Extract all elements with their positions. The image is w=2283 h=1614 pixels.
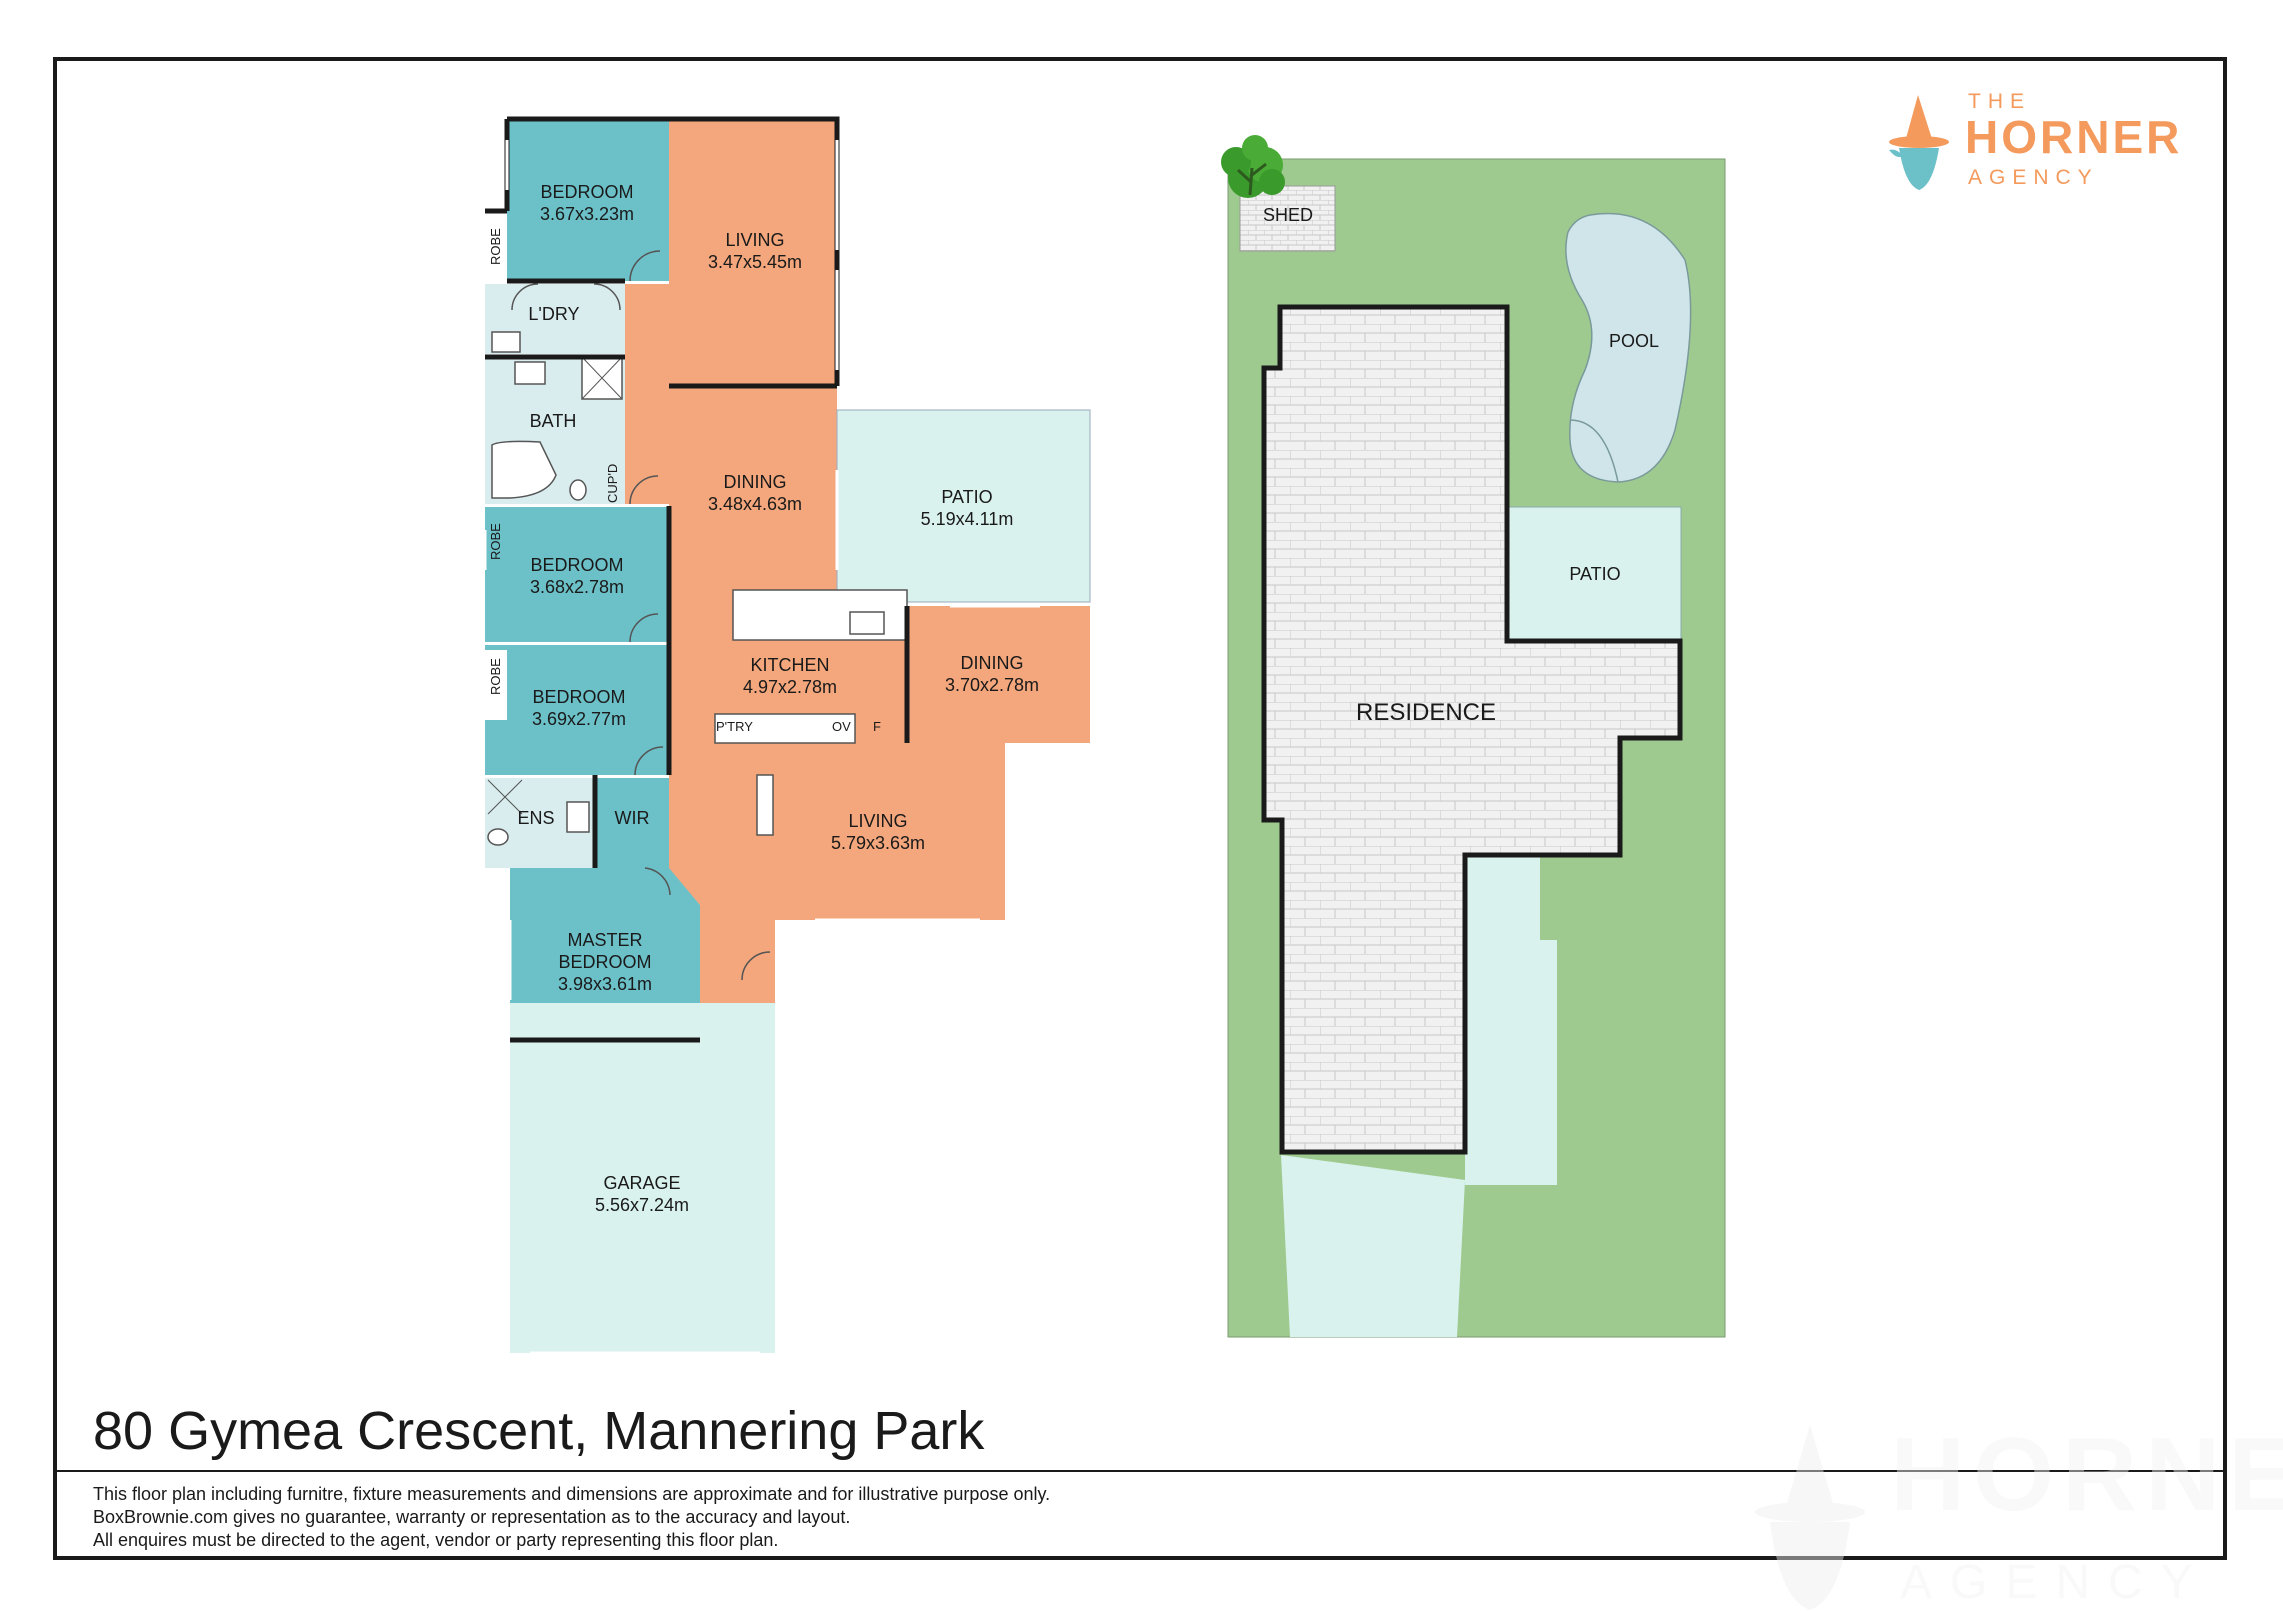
hall-fill (625, 284, 669, 504)
master-name2: BEDROOM (558, 952, 651, 972)
living2-name: LIVING (848, 811, 907, 831)
living2-fill (669, 743, 1005, 1003)
footer-divider (53, 1470, 2227, 1472)
oven-label: OV (832, 719, 851, 734)
pool-label: POOL (1609, 331, 1659, 351)
patio-size: 5.19x4.11m (921, 509, 1014, 529)
bedroom2-fill (485, 507, 669, 642)
robe1-fill (485, 211, 507, 281)
ensuite-shower-cross (487, 779, 523, 815)
ensuite-name: ENS (517, 808, 554, 828)
garage-size: 5.56x7.24m (595, 1195, 689, 1215)
master-fill (510, 868, 700, 1040)
bath-vanity (514, 361, 546, 385)
logo-the: THE (1968, 90, 2031, 113)
residence (1261, 304, 1683, 1155)
pool (1565, 212, 1692, 483)
kitchen-sink (849, 611, 885, 635)
master-name: MASTER (567, 930, 642, 950)
laundry-tub (491, 331, 521, 353)
shed (1239, 185, 1336, 252)
floor-plan: BEDROOM 3.67x3.23m LIVING 3.47x5.45m ROB… (483, 116, 1091, 1355)
wir-name: WIR (615, 808, 650, 828)
ensuite-vanity (566, 801, 590, 833)
logo-agency: AGENCY (1968, 166, 2099, 189)
garage-name: GARAGE (603, 1173, 680, 1193)
laundry-name: L'DRY (528, 304, 579, 324)
bathtub (491, 440, 557, 499)
property-address: 80 Gymea Crescent, Mannering Park (93, 1401, 985, 1461)
watermark-name: HORNER (1890, 1417, 2283, 1533)
robe3-fill (485, 650, 507, 720)
site-patio-label: PATIO (1569, 564, 1620, 584)
living1-fill (669, 119, 837, 386)
robe3-label: ROBE (488, 658, 503, 695)
dining2-size: 3.70x2.78m (945, 675, 1039, 695)
site-plan: SHED POOL PATIO RESIDENCE (1221, 135, 1726, 1338)
living2-bar (756, 774, 774, 836)
bath-toilet (569, 479, 587, 501)
garage-fill (510, 1003, 775, 1353)
wizard-hat-icon (1889, 95, 1949, 190)
side-path (1465, 855, 1557, 1185)
bath-name: BATH (530, 411, 577, 431)
windows (483, 140, 1080, 1355)
shower-cross (581, 356, 623, 400)
logo-name: HORNER (1965, 111, 2183, 163)
disclaimer-line-1: This floor plan including furnitre, fixt… (93, 1484, 1051, 1504)
plan-frame (53, 57, 2227, 1560)
agency-logo: THE HORNER AGENCY (1885, 90, 2185, 200)
site-patio (1505, 506, 1682, 643)
bedroom1-size: 3.67x3.23m (540, 204, 634, 224)
disclaimer-line-2: BoxBrownie.com gives no guarantee, warra… (93, 1507, 851, 1527)
bedroom3-name: BEDROOM (532, 687, 625, 707)
pool-step (1569, 419, 1619, 483)
driveway (1281, 1155, 1465, 1337)
disclaimer-line-3: All enquires must be directed to the age… (93, 1530, 779, 1550)
bedroom3-size: 3.69x2.77m (532, 709, 626, 729)
shed-label: SHED (1263, 205, 1313, 225)
kitchen-size: 4.97x2.78m (743, 677, 837, 697)
bedroom2-size: 3.68x2.78m (530, 577, 624, 597)
living2-size: 5.79x3.63m (831, 833, 925, 853)
patio-fill (836, 409, 1091, 603)
kitchen-name: KITCHEN (750, 655, 829, 675)
dining1-name: DINING (724, 472, 787, 492)
bedroom1-name: BEDROOM (540, 182, 633, 202)
living1-name: LIVING (725, 230, 784, 250)
dining1-size: 3.48x4.63m (708, 494, 802, 514)
ensuite-toilet (487, 828, 509, 846)
robe1-label: ROBE (488, 228, 503, 265)
bedroom1-fill (507, 119, 669, 281)
bedroom3-fill (485, 645, 669, 775)
cupboard-label: CUP'D (605, 464, 620, 503)
fridge-label: F (873, 719, 881, 734)
watermark-agency: AGENCY (1900, 1556, 2211, 1609)
dining1-fill (669, 386, 837, 606)
residence-label: RESIDENCE (1356, 699, 1496, 726)
master-size: 3.98x3.61m (558, 974, 652, 994)
disclaimer: This floor plan including furnitre, fixt… (93, 1483, 1050, 1552)
watermark-hat-icon (1755, 1425, 1865, 1610)
dining2-fill (907, 606, 1090, 743)
bedroom2-name: BEDROOM (530, 555, 623, 575)
kitchen-bench (714, 713, 856, 744)
robe2-label: ROBE (488, 523, 503, 560)
patio-name: PATIO (941, 487, 992, 507)
wir-fill (595, 778, 669, 868)
dining2-name: DINING (961, 653, 1024, 673)
agency-watermark: HORNER AGENCY (1740, 1420, 2283, 1614)
door-swings (511, 250, 771, 981)
living1-size: 3.47x5.45m (708, 252, 802, 272)
tree-icon (1221, 135, 1285, 198)
pantry-label: P'TRY (716, 719, 753, 734)
